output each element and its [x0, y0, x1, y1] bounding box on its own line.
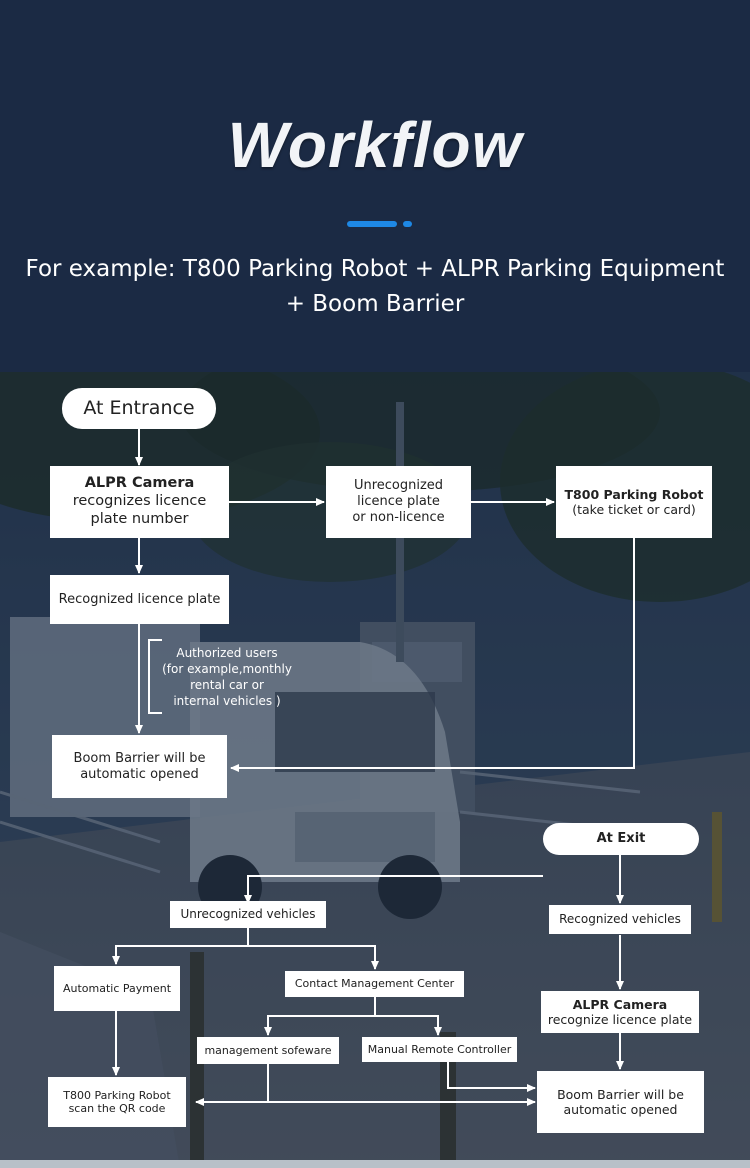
- at-exit-text: At Exit: [596, 831, 646, 847]
- contact-center-box: Contact Management Center: [285, 971, 464, 997]
- alpr-camera-title: ALPR Camera: [84, 475, 195, 492]
- barrier-exit-box: Boom Barrier will be automatic opened: [537, 1071, 704, 1133]
- barrier-exit-line-2: automatic opened: [563, 1102, 678, 1117]
- subtitle-line-2: + Boom Barrier: [285, 291, 465, 317]
- accent-dot: [403, 221, 412, 227]
- robot-scan-box: T800 Parking Robot scan the QR code: [48, 1077, 186, 1127]
- manual-remote-box: Manual Remote Controller: [362, 1037, 517, 1062]
- robot-line-2: (take ticket or card): [572, 502, 696, 517]
- authorized-line-2: (for example,monthly: [162, 662, 292, 676]
- unrecognized-vehicles-box: Unrecognized vehicles: [170, 901, 326, 928]
- exit-camera-title: ALPR Camera: [572, 996, 668, 1012]
- authorized-line-4: internal vehicles ): [173, 694, 281, 708]
- management-software-text: management sofeware: [204, 1043, 332, 1057]
- at-entrance-text: At Entrance: [83, 396, 195, 419]
- automatic-payment-text: Automatic Payment: [62, 981, 172, 995]
- authorized-line-3: rental car or: [190, 678, 264, 692]
- robot-ticket-box: T800 Parking Robot (take ticket or card): [556, 466, 712, 538]
- robot-title: T800 Parking Robot: [564, 486, 704, 502]
- unrecognized-vehicles-text: Unrecognized vehicles: [180, 907, 316, 922]
- barrier-entrance-line-2: automatic opened: [80, 766, 199, 782]
- alpr-camera-line-2: recognizes licence: [72, 493, 207, 510]
- page-title: Workflow: [227, 109, 523, 181]
- unrecognized-plate-box: Unrecognized licence plate or non-licenc…: [326, 466, 471, 538]
- recognized-plate-box: Recognized licence plate: [50, 575, 229, 624]
- authorized-line-1: Authorized users: [176, 646, 278, 660]
- recognized-vehicles-text: Recognized vehicles: [559, 912, 681, 927]
- exit-camera-box: ALPR Camera recognize licence plate: [541, 991, 699, 1033]
- barrier-exit-line-1: Boom Barrier will be: [557, 1086, 684, 1102]
- recognized-vehicles-box: Recognized vehicles: [549, 905, 691, 934]
- background-photo: At Entrance ALPR Camera recognizes licen…: [0, 372, 750, 1168]
- header: Workflow For example: T800 Parking Robot…: [0, 0, 750, 372]
- recognized-plate-text: Recognized licence plate: [58, 591, 221, 607]
- subtitle: For example: T800 Parking Robot + ALPR P…: [0, 252, 750, 322]
- automatic-payment-box: Automatic Payment: [54, 966, 180, 1011]
- exit-camera-line-2: recognize licence plate: [547, 1012, 693, 1027]
- unrecognized-line-3: or non-licence: [352, 509, 445, 525]
- authorized-users-note: Authorized users (for example,monthly re…: [153, 645, 301, 709]
- robot-scan-line-1: T800 Parking Robot: [63, 1088, 171, 1102]
- contact-center-text: Contact Management Center: [294, 977, 455, 991]
- at-exit-label: At Exit: [543, 823, 699, 855]
- barrier-entrance-box: Boom Barrier will be automatic opened: [52, 735, 227, 798]
- unrecognized-line-2: licence plate: [357, 494, 440, 510]
- at-entrance-label: At Entrance: [62, 388, 216, 429]
- accent-dash: [347, 221, 397, 227]
- manual-remote-text: Manual Remote Controller: [367, 1042, 512, 1056]
- alpr-camera-box: ALPR Camera recognizes licence plate num…: [50, 466, 229, 538]
- unrecognized-line-1: Unrecognized: [353, 478, 444, 494]
- subtitle-line-1: For example: T800 Parking Robot + ALPR P…: [25, 256, 725, 282]
- flow-connectors: [112, 428, 635, 1106]
- robot-scan-line-2: scan the QR code: [68, 1102, 166, 1115]
- management-software-box: management sofeware: [197, 1037, 339, 1064]
- alpr-camera-line-3: plate number: [90, 510, 189, 527]
- barrier-entrance-line-1: Boom Barrier will be: [73, 750, 206, 766]
